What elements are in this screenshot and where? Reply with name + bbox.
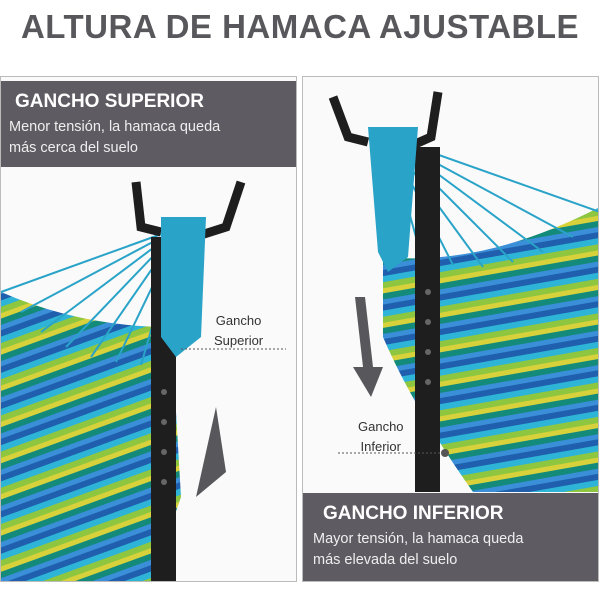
callout-line-1: Gancho — [358, 419, 404, 434]
callout-line-2: Superior — [214, 333, 264, 348]
left-panel-upper-hook: GANCHO SUPERIOR Menor tensión, la hamaca… — [0, 76, 297, 582]
callout-line-1: Gancho — [215, 313, 262, 328]
lower-hook-description-1: Mayor tensión, la hamaca queda — [313, 531, 524, 547]
right-panel-lower-hook: Gancho Inferior GANCHO INFERIOR Mayor te… — [302, 76, 599, 582]
upper-hook-heading: GANCHO SUPERIOR — [15, 91, 204, 112]
hammock-lower-hook-illustration — [328, 91, 598, 492]
upper-hook-info-box: GANCHO SUPERIOR Menor tensión, la hamaca… — [1, 81, 296, 167]
hammock-upper-hook-illustration — [1, 180, 286, 581]
lower-hook-callout: Gancho Inferior — [358, 417, 404, 457]
lower-hook-info-box: GANCHO INFERIOR Mayor tensión, la hamaca… — [303, 493, 598, 581]
arrow-down-icon — [353, 297, 383, 397]
lower-hook-heading: GANCHO INFERIOR — [323, 503, 504, 524]
callout-line-2: Inferior — [360, 439, 401, 454]
upper-hook-callout: Gancho Superior — [214, 311, 263, 351]
arrow-up-icon — [196, 407, 226, 497]
page-title: ALTURA DE HAMACA AJUSTABLE — [20, 8, 580, 45]
upper-hook-description-2: más cerca del suelo — [9, 140, 138, 156]
upper-hook-description-1: Menor tensión, la hamaca queda — [9, 119, 221, 135]
lower-hook-description-2: más elevada del suelo — [313, 552, 458, 568]
